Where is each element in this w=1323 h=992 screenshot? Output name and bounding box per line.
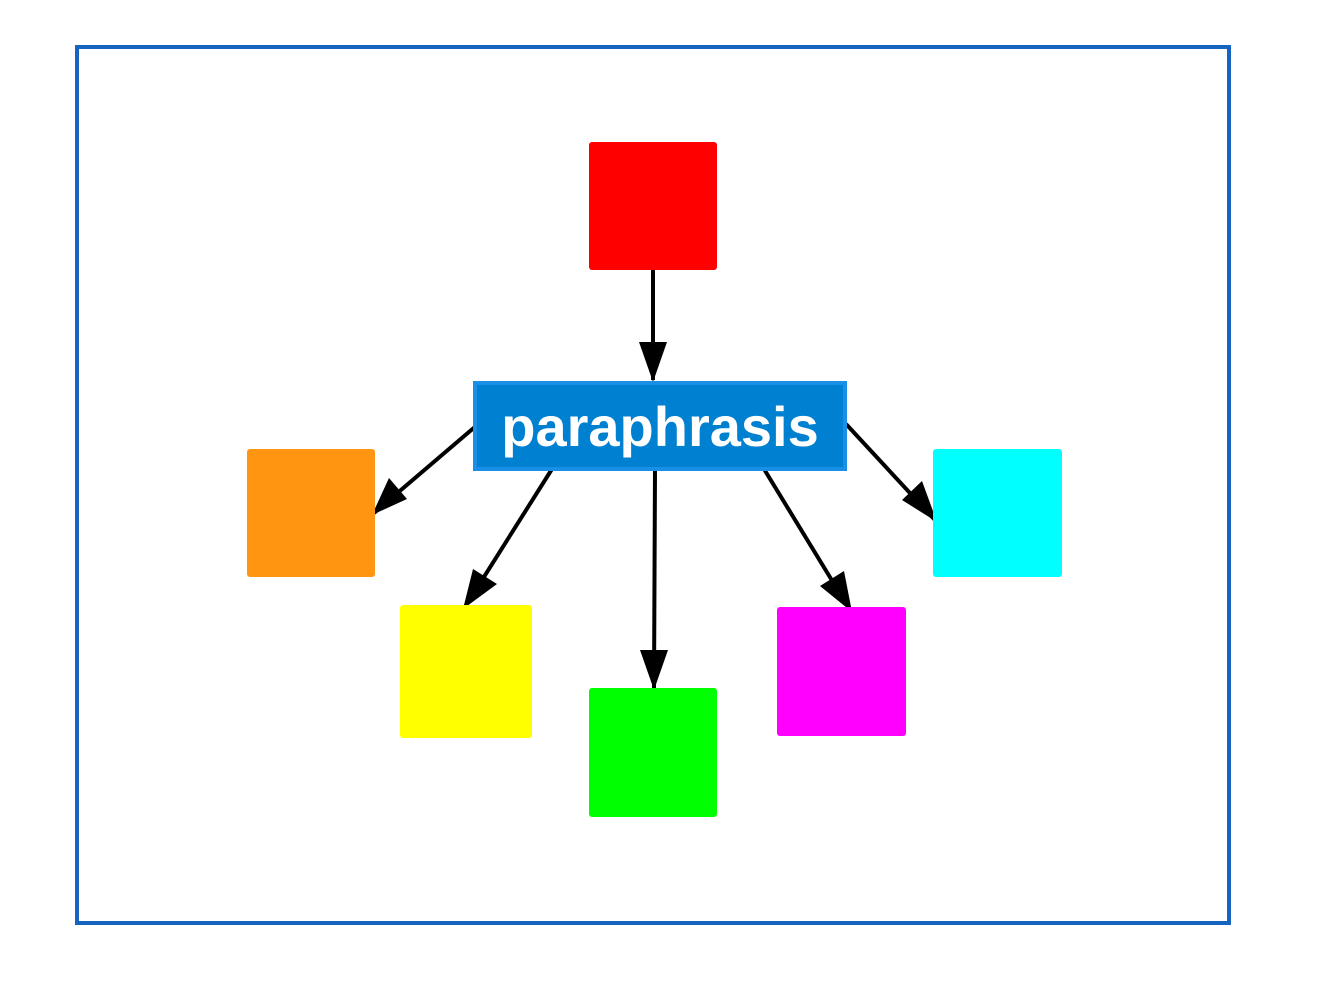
- node-cyan: [933, 449, 1062, 577]
- arrowhead-center-to-green: [640, 650, 668, 690]
- arrowheads-group: [372, 342, 937, 690]
- center-node: paraphrasis: [473, 381, 847, 471]
- nodes-group: [247, 142, 1062, 817]
- center-node-label: paraphrasis: [501, 395, 819, 458]
- arrowhead-center-to-orange: [372, 478, 407, 515]
- center-node-box: [473, 381, 847, 471]
- node-yellow: [400, 605, 532, 738]
- arrowhead-red-to-center: [639, 342, 667, 382]
- arrowhead-center-to-yellow: [463, 569, 497, 609]
- arrowhead-center-to-cyan: [902, 481, 937, 522]
- node-orange: [247, 449, 375, 577]
- diagram-frame: [75, 45, 1231, 925]
- node-red: [589, 142, 717, 270]
- arrowhead-center-to-magenta: [820, 571, 852, 612]
- node-green: [589, 688, 717, 817]
- node-magenta: [777, 607, 906, 736]
